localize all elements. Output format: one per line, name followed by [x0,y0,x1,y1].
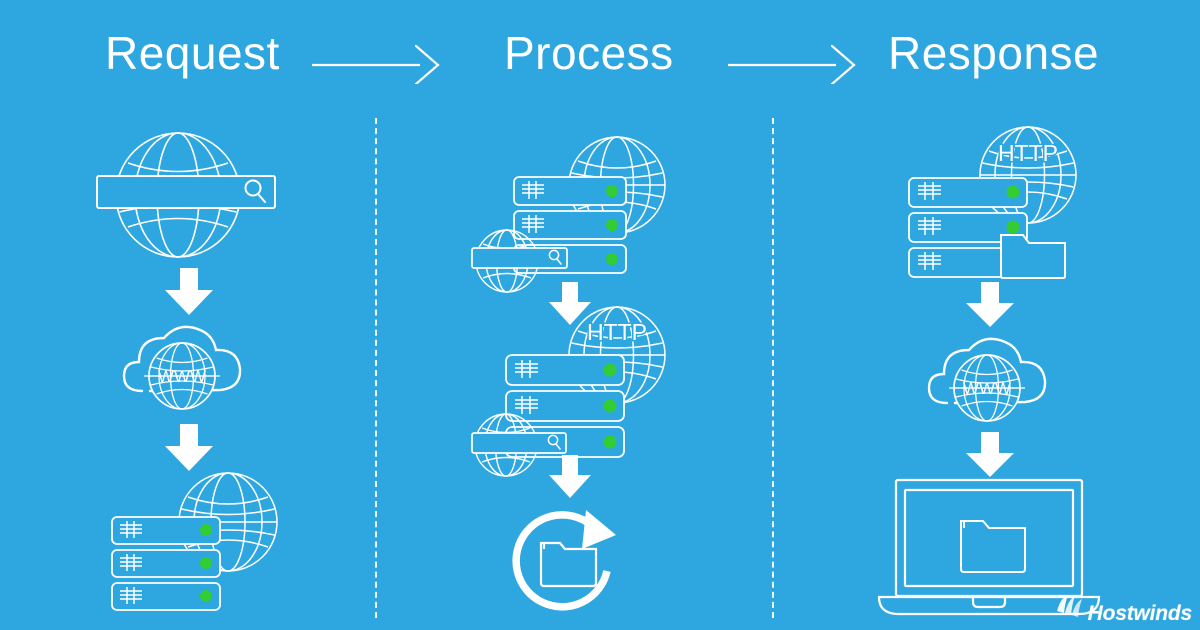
server-stack-globe-icon [100,472,290,622]
heading-request: Request [105,27,280,79]
column-divider-2 [772,118,774,618]
arrow-down-icon [964,282,1016,328]
arrow-down-icon [547,282,593,326]
server-status-light [603,363,617,449]
server-status-light [606,185,618,265]
server-vent-lines [120,521,142,604]
separator-arrow-2-icon [728,44,858,89]
server-stack-globe-search-icon [471,135,677,295]
separator-arrow-1-icon [312,44,442,89]
heading-response: Response [888,27,1100,79]
magnifier-glyph [547,434,561,450]
folder-glyph [539,541,598,588]
server-status-light [1006,185,1020,234]
globe-search-icon [95,122,285,272]
http-label: HTTP [587,319,647,345]
cloud-globe-www-icon: WWW [925,330,1050,426]
laptop-folder-icon [865,476,1113,626]
folder-glyph [960,520,1026,573]
hostwinds-logo: Hostwinds [1055,591,1192,626]
arrow-down-icon [964,432,1016,478]
server-stack-http-globe-icon: HTTP [471,305,677,477]
cloud-globe-www-icon: WWW [120,318,245,414]
http-label: HTTP [998,140,1058,166]
magnifier-glyph [548,249,562,265]
www-label: WWW [963,379,1011,398]
server-status-light [200,524,212,602]
www-label: WWW [158,367,206,386]
arrow-down-icon [163,268,215,316]
arrow-down-icon [163,424,215,472]
hostwinds-wing-icon [1055,591,1085,626]
server-stack-http-folder-icon: HTTP [885,126,1090,288]
heading-process: Process [504,27,674,79]
refresh-folder-icon [508,505,628,617]
hostwinds-wordmark: Hostwinds [1087,602,1193,625]
magnifier-glyph [244,179,266,203]
folder-glyph [1000,234,1066,279]
arrow-down-icon [547,455,593,499]
column-divider-1 [375,118,377,618]
